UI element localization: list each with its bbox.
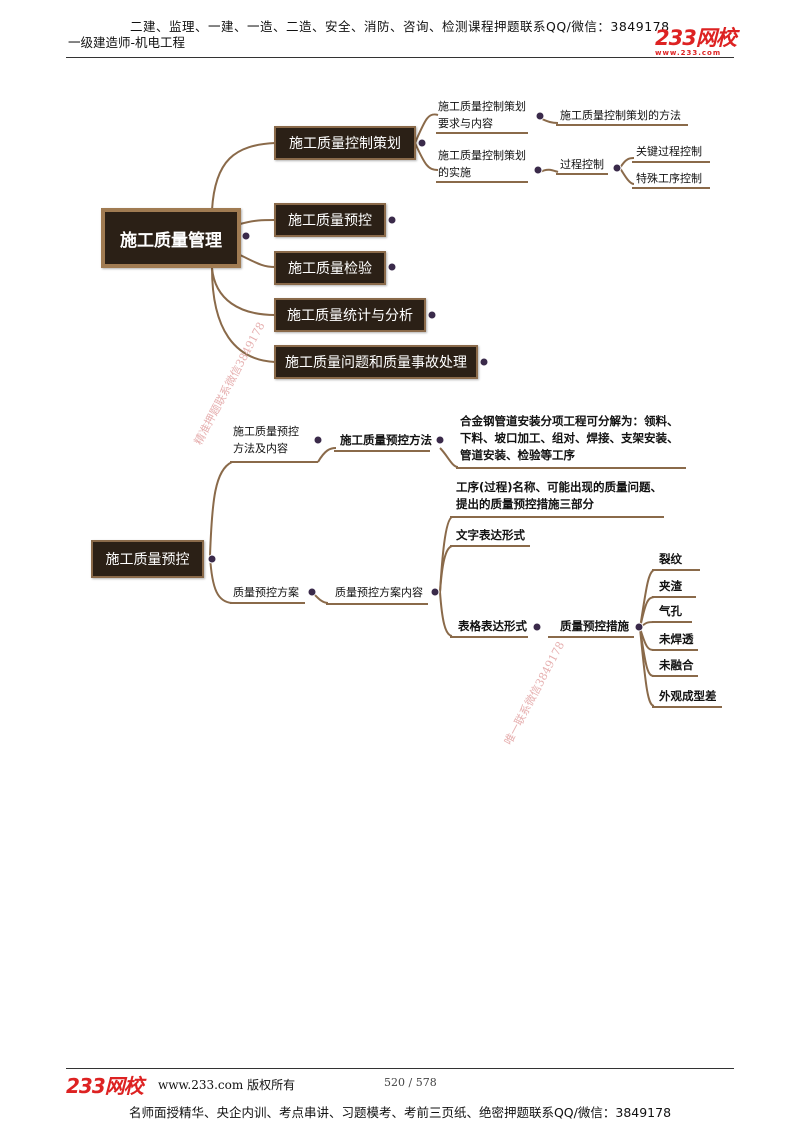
map2-three-parts: 工序(过程)名称、可能出现的质量问题、 提出的质量预控措施三部分 bbox=[456, 479, 662, 513]
map2-measures: 质量预控措施 bbox=[560, 619, 629, 633]
defect-crack: 裂纹 bbox=[659, 552, 682, 566]
map2-plan-content: 质量预控方案内容 bbox=[335, 586, 423, 599]
footer-slogan: 名师面授精华、央企内训、考点串讲、习题模考、考前三页纸、绝密押题联系QQ/微信：… bbox=[128, 1105, 672, 1120]
map2-three-parts-line2: 提出的质量预控措施三部分 bbox=[456, 497, 594, 511]
footer-rule bbox=[66, 1068, 734, 1069]
defect-incomplete-penetration: 未焊透 bbox=[659, 632, 694, 646]
map1-special-process: 特殊工序控制 bbox=[636, 172, 702, 185]
defect-porosity: 气孔 bbox=[659, 604, 682, 618]
map2-detail-line2: 下料、坡口加工、组对、焊接、支架安装、 bbox=[460, 431, 679, 445]
map2-text-form: 文字表达形式 bbox=[456, 528, 525, 542]
map1-root-node: 施工质量管理 bbox=[101, 208, 241, 268]
header-contact-line: 二建、监理、一建、一造、二造、安全、消防、咨询、检测课程押题联系QQ/微信：38… bbox=[130, 19, 670, 34]
map2-plan: 质量预控方案 bbox=[233, 586, 299, 599]
map2-method: 施工质量预控方法 bbox=[340, 433, 432, 447]
map2-root-node: 施工质量预控 bbox=[91, 540, 204, 578]
defect-incomplete-fusion: 未融合 bbox=[659, 658, 694, 672]
defect-slag: 夹渣 bbox=[659, 579, 682, 593]
map1-key-process: 关键过程控制 bbox=[636, 145, 702, 158]
logo-subtext: www.233.com bbox=[655, 49, 722, 57]
map2-method-content-line2: 方法及内容 bbox=[233, 442, 288, 455]
map2-table-form: 表格表达形式 bbox=[458, 619, 527, 633]
map1-branch-accident: 施工质量问题和质量事故处理 bbox=[274, 345, 478, 379]
page-number: 520 / 578 bbox=[384, 1076, 437, 1089]
map1-branch-inspection: 施工质量检验 bbox=[274, 251, 386, 285]
map1-plan-requirements: 施工质量控制策划 要求与内容 bbox=[438, 98, 526, 132]
map1-process-control: 过程控制 bbox=[560, 158, 604, 171]
map1-plan-method: 施工质量控制策划的方法 bbox=[560, 109, 681, 122]
map1-plan-implementation: 施工质量控制策划 的实施 bbox=[438, 147, 526, 181]
brand-logo-bottom: 233网校 bbox=[66, 1074, 144, 1098]
map2-three-parts-line1: 工序(过程)名称、可能出现的质量问题、 bbox=[456, 480, 663, 494]
map1-plan-impl-line2: 的实施 bbox=[438, 166, 471, 179]
map1-branch-statistics: 施工质量统计与分析 bbox=[274, 298, 426, 332]
map2-method-detail: 合金钢管道安装分项工程可分解为：领料、 下料、坡口加工、组对、焊接、支架安装、 … bbox=[460, 413, 679, 464]
map2-detail-line1: 合金钢管道安装分项工程可分解为：领料、 bbox=[460, 414, 679, 428]
brand-logo-top: 233网校 www.233.com bbox=[655, 22, 737, 57]
map2-method-content-line1: 施工质量预控 bbox=[233, 425, 299, 438]
footer-copyright: www.233.com 版权所有 bbox=[158, 1078, 296, 1092]
map1-plan-req-line2: 要求与内容 bbox=[438, 117, 493, 130]
defect-poor-appearance: 外观成型差 bbox=[659, 689, 717, 703]
map1-plan-impl-line1: 施工质量控制策划 bbox=[438, 149, 526, 162]
logo-text: 233网校 bbox=[655, 26, 737, 50]
map1-branch-precontrol: 施工质量预控 bbox=[274, 203, 386, 237]
map1-branch-planning: 施工质量控制策划 bbox=[274, 126, 416, 160]
map1-plan-req-line1: 施工质量控制策划 bbox=[438, 100, 526, 113]
header-rule bbox=[66, 57, 734, 58]
header-subject: 一级建造师-机电工程 bbox=[68, 35, 186, 50]
map2-detail-line3: 管道安装、检验等工序 bbox=[460, 448, 575, 462]
map2-method-content: 施工质量预控 方法及内容 bbox=[233, 423, 299, 457]
